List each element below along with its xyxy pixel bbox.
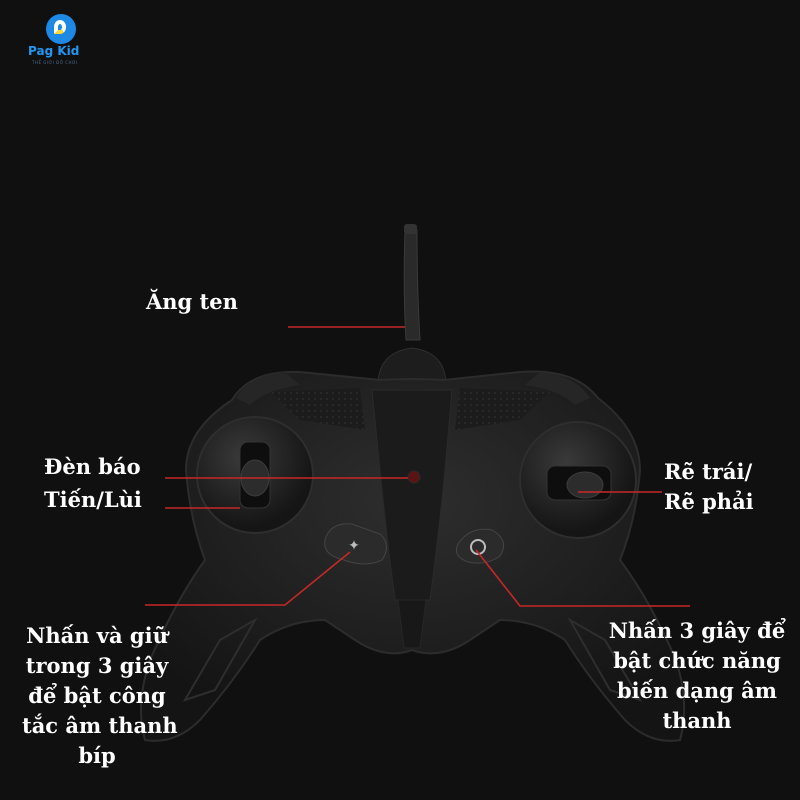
label-transform-line: bật chức năng [613, 648, 781, 673]
antenna-base [377, 347, 447, 383]
label-beep-line: Nhấn và giữ [26, 623, 168, 648]
indicator-led [407, 470, 421, 484]
right-bumper [525, 372, 590, 405]
antenna [403, 229, 421, 341]
label-forward-back: Tiến/Lùi [44, 487, 142, 512]
transform-button [455, 528, 505, 564]
beep-button-emblem: ✦ [348, 538, 360, 554]
left-wing-accent [182, 617, 258, 702]
beep-button [324, 523, 387, 565]
label-beep-line: tắc âm thanh [22, 713, 178, 738]
right-grip-texture [455, 388, 550, 430]
label-transform-line: biến dạng âm [617, 678, 777, 703]
label-indicator: Đèn báo [44, 454, 141, 479]
brand-logo: Pag Kid THẾ GIỚI ĐỒ CHƠI [28, 14, 124, 65]
label-transform-line: thanh [662, 708, 732, 733]
label-beep-instructions: Nhấn và giữ trong 3 giây để bật công tắc… [22, 621, 178, 771]
label-beep-line: bíp [78, 743, 116, 768]
right-stick-cap [566, 471, 604, 499]
label-transform-instructions: Nhấn 3 giây để bật chức năng biến dạng â… [608, 616, 786, 736]
transform-button-emblem [470, 539, 486, 555]
brand-name: Pag Kid [28, 44, 80, 58]
label-turn-left: Rẽ trái/ [664, 459, 753, 484]
brand-logo-icon [46, 14, 76, 44]
left-grip-texture [270, 388, 365, 430]
pointer-line-beep [145, 551, 351, 606]
right-wing-accent [567, 617, 643, 702]
label-turn-right: Rẽ phải [664, 489, 754, 514]
label-beep-line: trong 3 giây [25, 653, 169, 678]
label-beep-line: để bật công [28, 683, 166, 708]
pointer-line-transform [475, 549, 690, 607]
center-plate [371, 389, 453, 601]
left-bumper [236, 372, 300, 405]
label-transform-line: Nhấn 3 giây để [608, 618, 786, 643]
antenna-tip [404, 224, 417, 234]
brand-tagline: THẾ GIỚI ĐỒ CHƠI [32, 60, 78, 65]
label-antenna: Ăng ten [146, 289, 238, 314]
center-ridge [397, 599, 427, 649]
